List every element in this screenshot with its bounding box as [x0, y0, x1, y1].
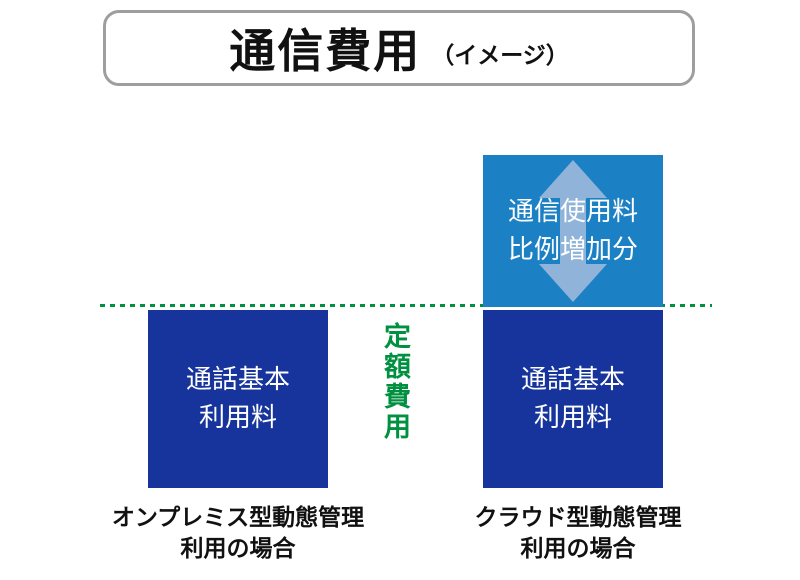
onpremise-base-fee-line1: 通話基本	[185, 364, 290, 395]
title-box: 通信費用 （イメージ）	[103, 10, 695, 86]
cloud-caption-line1: クラウド型動態管理	[474, 504, 682, 530]
cloud-base-fee-line2: 利用料	[533, 402, 612, 432]
fixed-cost-dashed-line	[100, 304, 712, 307]
onpremise-base-fee-label: 通話基本 利用料	[186, 361, 290, 436]
cloud-usage-increase-bar: 通信使用料 比例増加分	[483, 155, 663, 307]
cloud-usage-increase-line2: 比例増加分	[507, 234, 638, 264]
onpremise-base-fee-line2: 利用料	[198, 402, 277, 432]
cloud-caption-line2: 利用の場合	[520, 535, 636, 562]
onpremise-caption-line2: 利用の場合	[180, 535, 296, 562]
cloud-usage-increase-line1: 通信使用料	[507, 196, 638, 227]
onpremise-caption-line1: オンプレミス型動態管理	[111, 504, 365, 530]
page-title: 通信費用	[229, 25, 422, 77]
cloud-base-fee-label: 通話基本 利用料	[521, 361, 625, 436]
page-title-suffix: （イメージ）	[431, 42, 569, 68]
fixed-cost-label: 定額費用	[380, 322, 410, 442]
cloud-caption: クラウド型動態管理 利用の場合	[408, 502, 748, 564]
onpremise-caption: オンプレミス型動態管理 利用の場合	[68, 502, 408, 564]
cloud-base-fee-line1: 通話基本	[520, 364, 625, 395]
cloud-usage-increase-label: 通信使用料 比例増加分	[508, 193, 638, 268]
onpremise-base-fee-bar: 通話基本 利用料	[148, 310, 328, 488]
double-arrow-icon	[539, 160, 607, 302]
cloud-base-fee-bar: 通話基本 利用料	[483, 310, 663, 488]
